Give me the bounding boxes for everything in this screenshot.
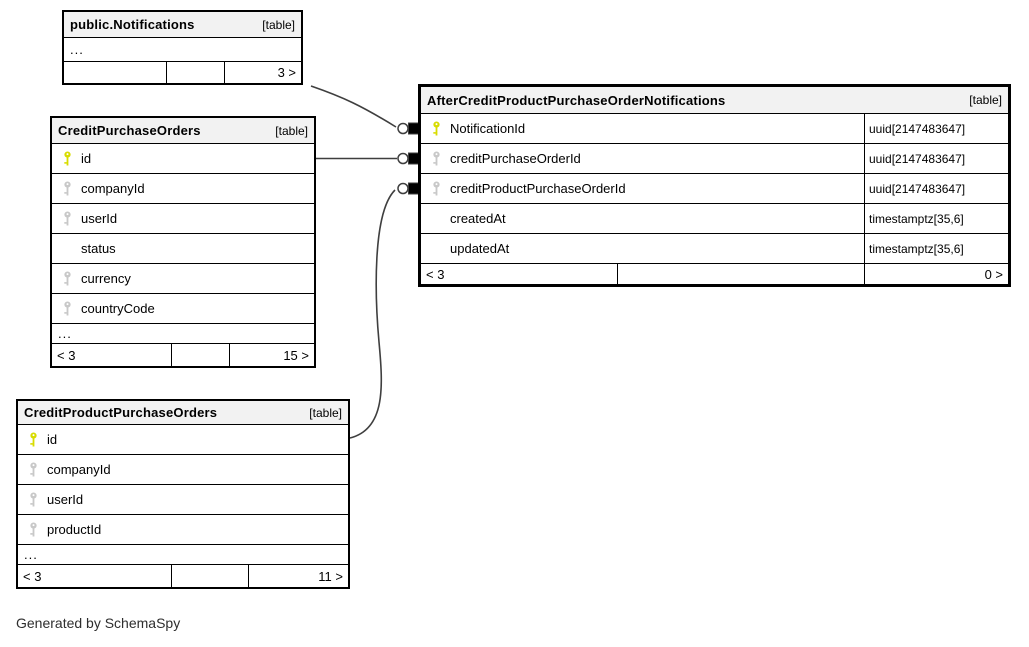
footer-parents [64,62,167,83]
footer-parents: < 3 [18,565,172,587]
columns-ellipsis-row: ... [64,38,301,62]
fk-anchor-tab [408,152,419,165]
foreign-key-icon [28,492,38,507]
primary-key-icon [28,432,38,447]
fk-anchor-tab [408,182,419,195]
column-row: userId [52,204,314,234]
table-type-tag: [table] [969,93,1002,107]
fk-anchor-tab [408,122,419,135]
table-type-tag: [table] [309,405,342,420]
footer-children: 15 > [283,347,309,363]
foreign-key-icon [62,181,72,196]
column-row: updatedAt timestamptz[35,6] [421,234,1008,264]
footer-children: 3 > [277,65,296,80]
column-name: updatedAt [450,241,510,256]
column-row: id [52,144,314,174]
table-footer: 3 > [64,62,301,83]
footer-children: 0 > [984,266,1003,282]
footer-children: 11 > [318,568,343,584]
column-row: companyId [18,455,348,485]
column-name: productId [47,522,102,537]
fk-endpoint-circle [397,182,409,195]
foreign-key-icon [431,151,441,166]
table-header[interactable]: public.Notifications [table] [64,12,301,38]
table-header[interactable]: CreditProductPurchaseOrders [table] [18,401,348,425]
ellipsis-label: ... [58,326,72,341]
footer-mid [167,62,225,83]
table-name[interactable]: CreditProductPurchaseOrders [24,405,218,420]
footer-mid [172,344,230,366]
column-type: timestamptz[35,6] [864,204,1008,233]
column-name: id [81,151,92,166]
fk-endpoint-circle [397,122,409,135]
column-row: companyId [52,174,314,204]
footer-mid [618,264,865,284]
foreign-key-icon [62,301,72,316]
column-row: creditPurchaseOrderId uuid[2147483647] [421,144,1008,174]
primary-key-icon [62,151,72,166]
column-row: currency [52,264,314,294]
entity-credit-product-purchase-orders[interactable]: CreditProductPurchaseOrders [table] id c… [16,399,350,589]
column-row: NotificationId uuid[2147483647] [421,114,1008,144]
column-name: userId [81,211,118,226]
edge-notifications-to-notificationid [310,85,397,128]
column-name: createdAt [450,211,506,226]
table-name[interactable]: AfterCreditProductPurchaseOrderNotificat… [427,92,726,108]
table-type-tag: [table] [262,17,295,32]
ellipsis-label: ... [70,42,84,57]
footer-mid [172,565,249,587]
table-header[interactable]: AfterCreditProductPurchaseOrderNotificat… [421,87,1008,114]
column-type: uuid[2147483647] [864,174,1008,203]
foreign-key-icon [62,211,72,226]
column-type: uuid[2147483647] [864,114,1008,143]
table-footer: < 3 11 > [18,565,348,587]
column-name: companyId [81,181,145,196]
column-row: userId [18,485,348,515]
column-row: productId [18,515,348,545]
ellipsis-label: ... [24,547,38,562]
footer-parents: < 3 [421,264,618,284]
column-name: creditProductPurchaseOrderId [450,181,626,196]
column-row: creditProductPurchaseOrderId uuid[214748… [421,174,1008,204]
table-header[interactable]: CreditPurchaseOrders [table] [52,118,314,144]
foreign-key-icon [28,462,38,477]
column-row: countryCode [52,294,314,324]
footer-parents: < 3 [52,344,172,366]
foreign-key-icon [62,271,72,286]
table-footer: < 3 15 > [52,344,314,366]
generated-by-note: Generated by SchemaSpy [16,615,181,631]
table-name[interactable]: CreditPurchaseOrders [58,123,201,138]
columns-ellipsis-row: ... [52,324,314,344]
column-row: createdAt timestamptz[35,6] [421,204,1008,234]
foreign-key-icon [431,181,441,196]
entity-after-credit-product-purchase-order-notifications[interactable]: AfterCreditProductPurchaseOrderNotificat… [418,84,1011,287]
table-type-tag: [table] [275,123,308,138]
column-name: countryCode [81,301,155,316]
column-name: userId [47,492,84,507]
table-footer: < 3 0 > [421,264,1008,284]
primary-key-icon [431,121,441,136]
column-name: companyId [47,462,111,477]
column-type: timestamptz[35,6] [864,234,1008,263]
entity-public-notifications[interactable]: public.Notifications [table] ... 3 > [62,10,303,85]
column-name: NotificationId [450,121,526,136]
foreign-key-icon [28,522,38,537]
table-name[interactable]: public.Notifications [70,17,195,32]
column-name: creditPurchaseOrderId [450,151,581,166]
column-type: uuid[2147483647] [864,144,1008,173]
column-row: id [18,425,348,455]
column-row: status [52,234,314,264]
column-name: status [81,241,116,256]
column-name: id [47,432,58,447]
columns-ellipsis-row: ... [18,545,348,565]
column-name: currency [81,271,131,286]
entity-credit-purchase-orders[interactable]: CreditPurchaseOrders [table] id companyI… [50,116,316,368]
fk-endpoint-circle [397,152,409,165]
edge-creditproductpurchaseorders-to-fk [349,189,396,439]
